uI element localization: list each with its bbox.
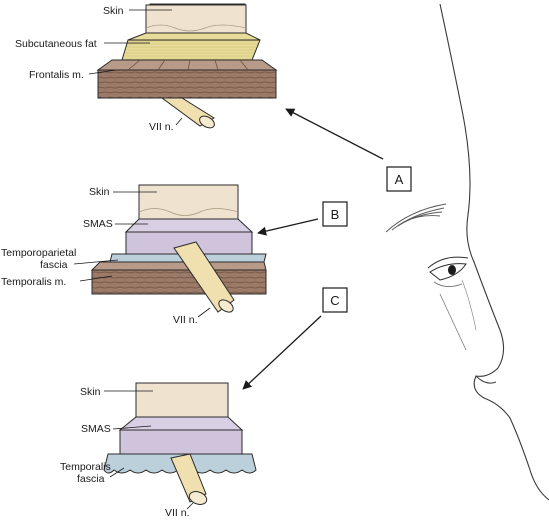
letter-a: A — [395, 172, 404, 187]
nostril — [475, 375, 497, 384]
panel-c-fascia-label-line1: Temporalis — [60, 461, 111, 473]
panel-a-fat-label: Subcutaneous fat — [15, 38, 97, 50]
panel-c-fascia-label-line2: fascia — [77, 473, 105, 485]
panel-b-tissue-block — [90, 184, 267, 313]
panel-b-nerve — [173, 241, 235, 313]
panel-a-muscle-label: Frontalis m. — [29, 69, 84, 81]
panel-b-muscle-label: Temporalis m. — [1, 276, 66, 288]
letter-b: B — [331, 207, 340, 222]
panel-b-muscle-layer — [90, 261, 267, 271]
panel-b-skin-label: Skin — [89, 186, 110, 198]
arrow-a — [285, 108, 384, 160]
panel-c-skin-label: Skin — [80, 386, 101, 398]
panel-b-smas-layer — [124, 218, 254, 233]
panel-a-tissue-block — [96, 3, 278, 129]
panel-b-skin-layer — [138, 184, 239, 220]
panel-a-nerve — [160, 97, 215, 129]
panel-a-muscle-layer — [96, 59, 278, 71]
panel-b-fascia-label-line2: fascia — [40, 259, 68, 271]
panel-c-smas-layer — [118, 416, 244, 431]
eyebrow — [385, 203, 447, 233]
letter-c: C — [330, 293, 339, 308]
panel-c-nerve-label: VII n. — [165, 507, 190, 519]
panel-a-skin-label: Skin — [103, 5, 124, 17]
arrow-b — [257, 218, 319, 236]
panel-b-smas-label: SMAS — [83, 218, 113, 230]
panel-c-skin-layer — [135, 382, 229, 418]
panel-a-skin-layer — [145, 4, 247, 34]
face-outline — [439, 3, 549, 501]
panel-b-fascia-label-line1: Temporoparietal — [1, 247, 76, 259]
face-profile-illustration — [385, 3, 549, 501]
panel-c-tissue-block — [103, 382, 257, 505]
panel-c-nerve — [170, 453, 208, 505]
letter-box-a: A — [386, 166, 412, 192]
panel-a-nerve-label: VII n. — [149, 121, 174, 133]
letter-box-b: B — [322, 201, 348, 227]
panel-b-nerve-label: VII n. — [173, 314, 198, 326]
letter-box-c: C — [322, 287, 348, 313]
arrow-c — [242, 315, 322, 390]
eye — [427, 256, 469, 287]
panel-c-smas-label: SMAS — [81, 423, 111, 435]
